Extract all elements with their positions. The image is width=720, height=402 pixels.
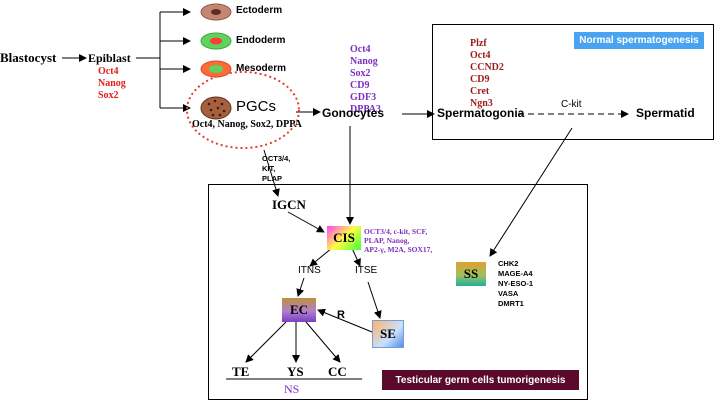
ss-marker: CHK2 xyxy=(498,259,519,268)
igcn-label: IGCN xyxy=(272,197,306,212)
gonocytes-label: Gonocytes xyxy=(322,106,385,120)
pgcs-ellipse xyxy=(186,71,300,149)
normal-marker: CCND2 xyxy=(470,62,504,73)
gonocyte-marker: Nanog xyxy=(350,56,378,67)
pgcs-label: PGCs xyxy=(236,98,277,115)
pgcs-markers: Oct4, Nanog, Sox2, DPPA xyxy=(192,119,302,130)
te-label: TE xyxy=(232,364,250,379)
ec-node: EC xyxy=(282,298,316,322)
ss-marker: VASA xyxy=(498,289,519,298)
ss-markers: CHK2 MAGE-A4 NY-ESO-1 VASA DMRT1 xyxy=(498,259,533,309)
arrow-itse-se xyxy=(367,281,382,319)
tumorigenesis-panel xyxy=(208,184,588,400)
gonocyte-marker: DPPA3 xyxy=(350,104,381,115)
ckit-label: C-kit xyxy=(561,99,582,110)
ss-node: SS xyxy=(456,262,486,286)
normal-marker: Oct4 xyxy=(470,50,491,61)
blastocyst-label: Blastocyst xyxy=(0,50,57,65)
arrow-se-ec xyxy=(317,308,373,333)
ss-marker: MAGE-A4 xyxy=(498,269,533,278)
cis-marker: OCT3/4, c-kit, SCF, xyxy=(364,227,428,236)
cis-marker: PLAP, Nanog, xyxy=(364,236,410,245)
arrow-itns-ec xyxy=(296,277,305,297)
normal-markers: Plzf Oct4 CCND2 CD9 Cret Ngn3 xyxy=(470,38,504,110)
ss-marker: NY-ESO-1 xyxy=(498,279,534,288)
arrow-pgcs-igcn xyxy=(263,149,280,197)
se-node: SE xyxy=(372,320,404,348)
gonocyte-marker: GDF3 xyxy=(350,92,377,103)
endoderm-label: Endoderm xyxy=(236,35,286,46)
normal-spermatogenesis-panel xyxy=(432,24,714,140)
gonocytes-markers: Oct4 Nanog Sox2 CD9 GDF3 DPPA3 xyxy=(350,44,381,116)
normal-marker: CD9 xyxy=(470,74,490,85)
cis-marker: AP2-γ, M2A, SOX17, xyxy=(364,245,433,254)
epiblast-label: Epiblast xyxy=(88,51,131,65)
mesoderm-label: Mesoderm xyxy=(236,63,287,74)
epiblast-markers: Oct4 Nanog Sox2 xyxy=(98,66,126,102)
pgc-transition-marker: OCT3/4, xyxy=(262,154,291,163)
cis-node: CIS xyxy=(327,226,361,250)
pgc-transition-marker: PLAP xyxy=(262,174,283,183)
normal-marker: Cret xyxy=(470,86,490,97)
arrow-igcn-cis xyxy=(287,211,325,233)
ns-label: NS xyxy=(284,382,300,396)
spermatogonia-label: Spermatogonia xyxy=(437,106,525,120)
gonocyte-marker: CD9 xyxy=(350,80,370,91)
ss-marker: DMRT1 xyxy=(498,299,524,308)
gonocyte-marker: Sox2 xyxy=(350,68,371,79)
epiblast-marker: Sox2 xyxy=(98,90,119,101)
ectoderm-label: Ectoderm xyxy=(236,5,283,16)
spermatid-label: Spermatid xyxy=(636,106,695,120)
gonocyte-marker: Oct4 xyxy=(350,44,371,55)
pgc-transition-marker: KIT, xyxy=(262,164,276,173)
arrow-cis-itse xyxy=(351,247,361,267)
itns-label: ITNS xyxy=(298,265,321,276)
arrow-cis-itns xyxy=(309,247,333,267)
itse-label: ITSE xyxy=(355,265,378,276)
pgc-transition-markers: OCT3/4, KIT, PLAP xyxy=(262,154,290,184)
arrow-ec-cc xyxy=(305,321,341,363)
arrow-ec-te xyxy=(245,321,287,363)
cis-markers: OCT3/4, c-kit, SCF, PLAP, Nanog, AP2-γ, … xyxy=(364,227,432,254)
ys-label: YS xyxy=(287,364,304,379)
pgc-cell xyxy=(200,96,232,120)
epiblast-marker: Nanog xyxy=(98,78,126,89)
normal-marker: Plzf xyxy=(470,38,487,49)
r-label: R xyxy=(337,309,345,321)
normal-marker: Ngn3 xyxy=(470,98,493,109)
tumorigenesis-banner: Testicular germ cells tumorigenesis xyxy=(382,370,579,390)
cc-label: CC xyxy=(328,364,347,379)
normal-spermatogenesis-banner: Normal spermatogenesis xyxy=(574,32,704,49)
arrow-spermatogonia-ss xyxy=(489,127,573,257)
epiblast-marker: Oct4 xyxy=(98,66,119,77)
